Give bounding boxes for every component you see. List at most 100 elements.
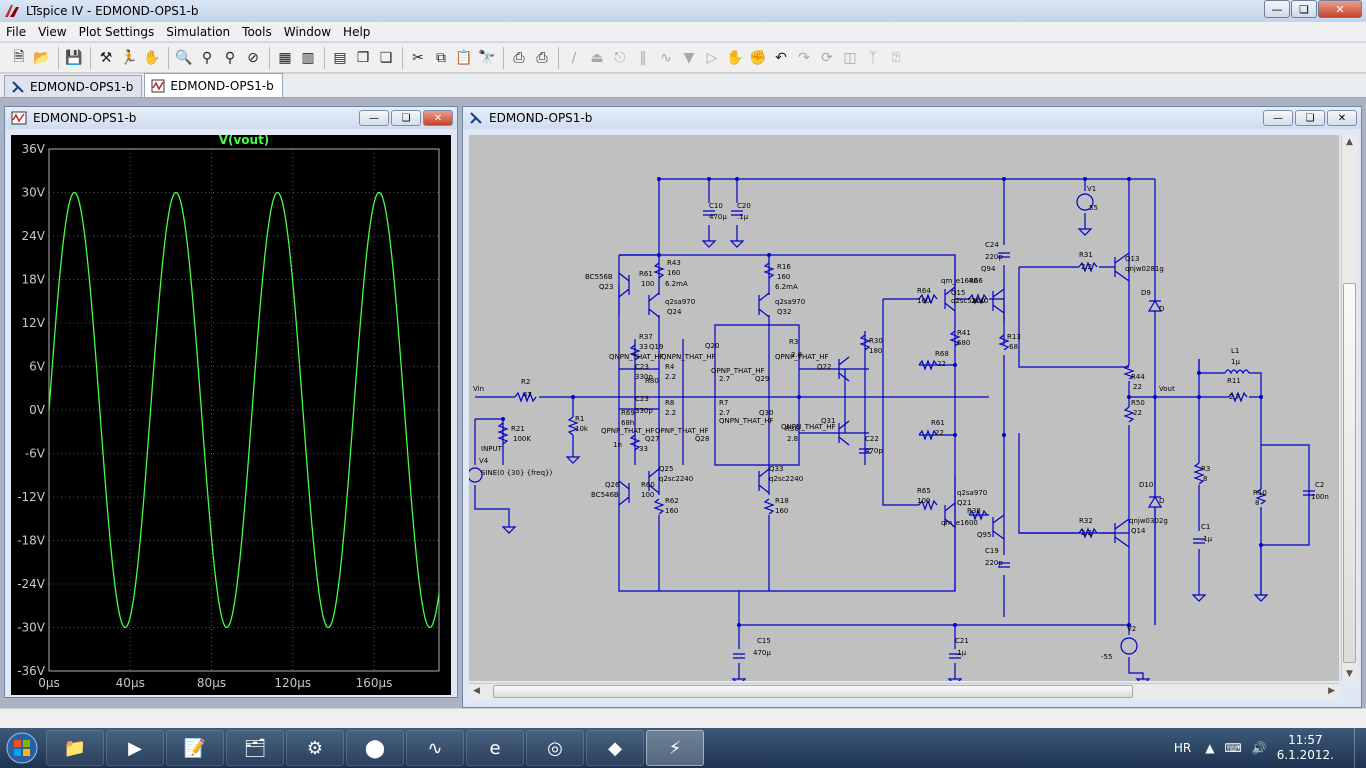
show-hidden-icons-icon[interactable]: ▲ xyxy=(1205,741,1215,755)
schematic-label[interactable]: 2.7 xyxy=(1229,393,1240,401)
schematic-label[interactable]: Q28 xyxy=(695,435,709,443)
print-setup-icon[interactable]: ⎙ xyxy=(513,49,525,66)
schematic-label[interactable]: QNPN_THAT_HF xyxy=(661,353,716,361)
schematic-label[interactable]: C23 xyxy=(635,395,649,403)
schematic-label[interactable]: 160 xyxy=(667,269,680,277)
waveform-restore-button[interactable]: ❏ xyxy=(391,110,421,126)
schematic-label[interactable]: q2sa970 xyxy=(775,298,805,306)
schematic-label[interactable]: 6.2mA xyxy=(665,280,688,288)
schematic-label[interactable]: 47 xyxy=(523,391,532,399)
schematic-label[interactable]: 680 xyxy=(957,339,970,347)
text-icon[interactable]: ᛉ xyxy=(868,49,878,66)
schematic-label[interactable]: Vout xyxy=(1159,385,1175,393)
schematic-label[interactable]: SINE(0 {30} {freq}) xyxy=(481,469,552,477)
schematic-label[interactable]: Q27 xyxy=(645,435,659,443)
schematic-label[interactable]: 1n xyxy=(613,441,622,449)
schematic-label[interactable]: Q33 xyxy=(769,465,783,473)
waveform-window-titlebar[interactable]: EDMOND-OPS1-b xyxy=(5,107,457,129)
schematic-label[interactable]: qnjw0302g xyxy=(1129,517,1168,525)
schematic-label[interactable]: Q14 xyxy=(1131,527,1146,535)
grid-icon[interactable]: ▥ xyxy=(301,49,315,66)
schematic-label[interactable]: R31 xyxy=(1079,251,1093,259)
schematic-label[interactable]: Q24 xyxy=(667,308,682,316)
schematic-label[interactable]: R60 xyxy=(641,481,655,489)
zoom-box-icon[interactable]: ⚲ xyxy=(201,49,213,66)
schematic-label[interactable]: 22 xyxy=(937,360,946,368)
schematic-label[interactable]: QPNP_THAT_HF xyxy=(711,367,765,375)
schematic-label[interactable]: 2.7 xyxy=(719,409,730,417)
menu-help[interactable]: Help xyxy=(343,24,371,39)
notepad-icon[interactable]: 📝 xyxy=(166,730,224,766)
save-icon[interactable]: 💾 xyxy=(65,49,83,66)
scroll-down-icon[interactable]: ▼ xyxy=(1346,669,1353,679)
schematic-label[interactable]: R62 xyxy=(665,497,679,505)
schematic-label[interactable]: 8 xyxy=(1255,499,1259,507)
schematic-label[interactable]: L1 xyxy=(1231,347,1239,355)
schematic-label[interactable]: Q26 xyxy=(605,481,620,489)
schematic-label[interactable]: R41 xyxy=(957,329,971,337)
menu-simulation[interactable]: Simulation xyxy=(166,24,231,39)
schematic-label[interactable]: R32 xyxy=(1079,517,1093,525)
move-icon[interactable]: ✋ xyxy=(726,49,744,66)
schematic-label[interactable]: C1 xyxy=(1201,523,1210,531)
schematic-label[interactable]: 180 xyxy=(869,347,882,355)
label-icon[interactable]: ⎋ xyxy=(614,49,626,66)
schematic-label[interactable]: R1 xyxy=(575,415,584,423)
window-titlebar[interactable]: LTspice IV - EDMOND-OPS1-b — ❏ ✕ xyxy=(0,0,1366,22)
schematic-label[interactable]: QNPN_THAT_HF xyxy=(781,423,836,431)
schematic-label[interactable]: R21 xyxy=(511,425,525,433)
waveform-plot-svg[interactable]: 36V30V24V18V12V6V0V-6V-12V-18V-24V-30V-3… xyxy=(11,133,451,695)
schematic-horizontal-scrollbar[interactable]: ◀ ▶ xyxy=(469,683,1339,699)
waveform-minimize-button[interactable]: — xyxy=(359,110,389,126)
schematic-label[interactable]: D9 xyxy=(1141,289,1151,297)
schematic-label[interactable]: R8 xyxy=(665,399,674,407)
show-desktop-button[interactable] xyxy=(1354,728,1366,768)
antivirus-icon[interactable]: ⬤ xyxy=(346,730,404,766)
schematic-label[interactable]: C20 xyxy=(737,202,751,210)
schematic-label[interactable]: q2sc2240 xyxy=(769,475,803,483)
schematic-label[interactable]: R50 xyxy=(1131,399,1145,407)
print-icon[interactable]: ⎙ xyxy=(536,49,548,66)
wire-icon[interactable]: ∕ xyxy=(571,49,577,66)
schematic-label[interactable]: R30 xyxy=(869,337,883,345)
explorer-icon[interactable]: 📁 xyxy=(46,730,104,766)
schematic-label[interactable]: 470p xyxy=(865,447,883,455)
schematic-label[interactable]: D xyxy=(1159,497,1164,505)
schematic-label[interactable]: 160 xyxy=(775,507,788,515)
schematic-label[interactable]: R2 xyxy=(521,378,530,386)
cut-icon[interactable]: ✂ xyxy=(412,49,424,66)
scroll-up-icon[interactable]: ▲ xyxy=(1346,137,1353,147)
zoom-out-icon[interactable]: ⚲ xyxy=(224,49,236,66)
schematic-label[interactable]: C19 xyxy=(985,547,999,555)
schematic-label[interactable]: Q95 xyxy=(977,531,991,539)
schematic-label[interactable]: 100K xyxy=(513,435,531,443)
schematic-label[interactable]: Q13 xyxy=(1125,255,1139,263)
schematic-label[interactable]: 55 xyxy=(1089,204,1098,212)
schematic-label[interactable]: Q29 xyxy=(755,375,769,383)
schematic-label[interactable]: R61 xyxy=(931,419,945,427)
menu-view[interactable]: View xyxy=(38,24,67,39)
schematic-label[interactable]: Q31 xyxy=(821,417,835,425)
schematic-label[interactable]: 33 xyxy=(639,445,648,453)
new-schematic-icon[interactable]: 🗎 xyxy=(13,48,25,65)
schematic-label[interactable]: QNPN_THAT_HF xyxy=(609,353,664,361)
schematic-label[interactable]: qm_e1600 xyxy=(941,519,978,527)
schematic-label[interactable]: C2 xyxy=(1315,481,1324,489)
mirror-icon[interactable]: ◫ xyxy=(843,49,857,66)
schematic-close-button[interactable]: ✕ xyxy=(1327,110,1357,126)
schematic-label[interactable]: 470µ xyxy=(753,649,771,657)
schematic-label[interactable]: R68 xyxy=(935,350,949,358)
schematic-label[interactable]: q2sc2240 xyxy=(659,475,693,483)
paste-icon[interactable]: 📋 xyxy=(455,49,473,66)
schematic-label[interactable]: QNPN_THAT_HF xyxy=(719,417,774,425)
minimize-button[interactable]: — xyxy=(1264,0,1290,18)
start-button[interactable] xyxy=(0,728,44,768)
schematic-label[interactable]: 100 xyxy=(917,497,930,505)
schematic-label[interactable]: R37 xyxy=(639,333,653,341)
scroll-left-icon[interactable]: ◀ xyxy=(473,686,480,696)
undo-icon[interactable]: ↶ xyxy=(775,49,787,66)
trace-vout[interactable] xyxy=(48,191,440,629)
schematic-label[interactable]: 100n xyxy=(1311,493,1329,501)
pan-icon[interactable]: ✋ xyxy=(143,49,161,66)
